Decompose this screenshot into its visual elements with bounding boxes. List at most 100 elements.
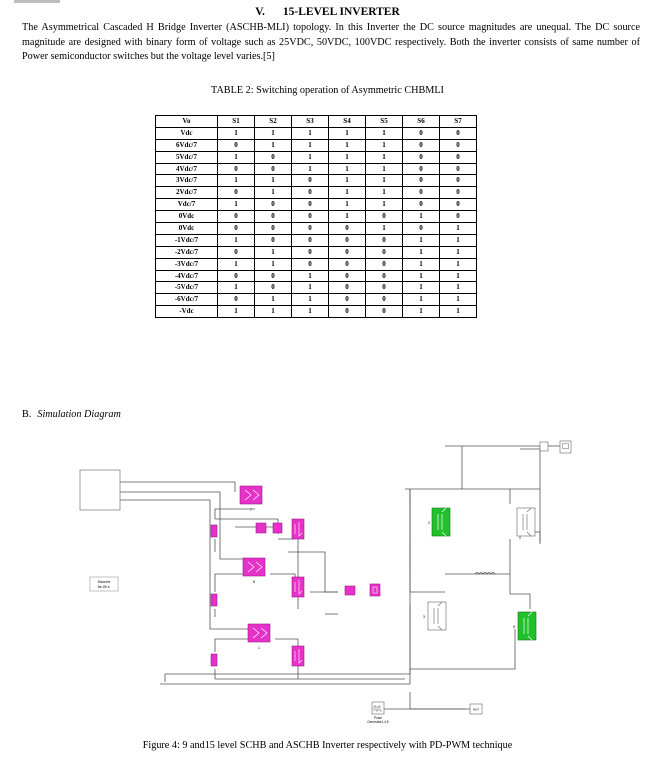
table-cell: 1 (217, 305, 255, 319)
table-header-cell: S5 (365, 115, 403, 128)
table-cell: 0 (365, 269, 403, 283)
table-cell: 1 (291, 281, 329, 295)
table-cell: 0 (291, 233, 329, 247)
green-igbt-upper[interactable] (431, 507, 451, 537)
not-label: NOT (473, 708, 480, 712)
table-cell: 0 (254, 281, 292, 295)
table-cell: 0 (217, 293, 255, 307)
load-inductor (474, 572, 496, 575)
table-cell: 1 (402, 269, 440, 283)
gate-block-2[interactable] (272, 522, 283, 534)
green-igbt-lower[interactable] (517, 611, 537, 641)
igbt-block-2[interactable] (291, 576, 305, 598)
table-cell: 1 (402, 233, 440, 247)
table-caption: TABLE 2: Switching operation of Asymmetr… (211, 85, 444, 96)
table-cell: 0 (328, 233, 366, 247)
green-switches: 2 5 (428, 507, 537, 641)
table-cell: 0 (402, 198, 440, 212)
dcsource-block-1[interactable] (210, 524, 218, 538)
powergui-block[interactable] (89, 576, 119, 592)
table-cell: 0 (217, 186, 255, 200)
table-row-label: -4Vdc/7 (155, 269, 218, 283)
table-cell: 1 (254, 305, 292, 319)
white-switches (427, 507, 536, 631)
voltage-measure-block[interactable] (539, 441, 549, 452)
table-cell: 0 (402, 174, 440, 188)
table-cell: 0 (365, 281, 403, 295)
table-cell: 0 (217, 222, 255, 235)
gate-block-1[interactable] (255, 522, 267, 534)
table-cell: 0 (254, 269, 292, 283)
bridge-blocks: 7 8 1 (239, 485, 271, 650)
table-row-label: 3Vdc/7 (155, 174, 218, 188)
table-cell: 0 (291, 198, 329, 212)
table-cell: 0 (439, 210, 477, 224)
table-cell: 1 (439, 233, 477, 247)
table-cell: 0 (439, 174, 477, 188)
dcsource-block-3[interactable] (210, 653, 218, 667)
table-cell: 1 (217, 126, 255, 140)
bridge-label-1: 7 (250, 508, 252, 512)
table-cell: 1 (439, 281, 477, 295)
pulse-label-line2: Generator1,4,5 (367, 720, 389, 724)
table-cell: 1 (402, 245, 440, 259)
wires (120, 445, 545, 710)
figure-caption: Figure 4: 9 and15 level SCHB and ASCHB I… (142, 740, 513, 751)
scope-block-mid[interactable] (369, 583, 381, 597)
table-cell: 0 (291, 174, 329, 188)
table-cell: 0 (328, 245, 366, 259)
table-header-cell: S4 (328, 115, 366, 128)
table-cell: 1 (439, 222, 477, 235)
section-title: 15-LEVEL INVERTER (282, 6, 400, 18)
table-header-cell: S1 (217, 115, 255, 128)
table-cell: 1 (402, 305, 440, 319)
table-cell: 1 (217, 233, 255, 247)
table-cell: 1 (291, 269, 329, 283)
table-cell: 0 (217, 138, 255, 152)
table-cell: 1 (365, 138, 403, 152)
white-igbt-upper[interactable] (516, 507, 536, 537)
subsection-letter: B. (22, 409, 32, 420)
table-cell: 0 (217, 162, 255, 176)
table-cell: 1 (365, 174, 403, 188)
not-logic-block[interactable] (469, 703, 483, 715)
dcsource-block-2[interactable] (210, 593, 218, 607)
table-cell: 0 (328, 269, 366, 283)
table-cell: 0 (217, 245, 255, 259)
igbt-block-1[interactable] (291, 518, 305, 540)
table-cell: 1 (328, 138, 366, 152)
source-subsystem-block[interactable] (79, 469, 121, 511)
table-cell: 0 (402, 150, 440, 164)
powergui-label-line2: 5e-05 s. (98, 585, 111, 589)
table-row-label: 6Vdc/7 (155, 138, 218, 152)
output-scope-block[interactable] (559, 440, 572, 454)
table-cell: 0 (291, 257, 329, 271)
table-cell: 0 (291, 186, 329, 200)
table-cell: 1 (402, 281, 440, 295)
table-cell: 0 (328, 257, 366, 271)
table-row-label: -5Vdc/7 (155, 281, 218, 295)
table-cell: 0 (365, 257, 403, 271)
table-cell: 0 (402, 222, 440, 235)
table-cell: 1 (402, 293, 440, 307)
table-cell: 0 (217, 269, 255, 283)
igbt-block-3[interactable] (291, 645, 305, 667)
simulation-diagram: Discrete 5e-05 s. 7 8 1 2 (79, 440, 572, 724)
table-cell: 0 (439, 138, 477, 152)
white-igbt-lower[interactable] (427, 601, 447, 631)
table-row-label: Vdc (155, 126, 218, 140)
table-row-label: 5Vdc/7 (155, 150, 218, 164)
table-header-cell: S2 (254, 115, 292, 128)
table-cell: 1 (254, 186, 292, 200)
table-cell: 0 (402, 126, 440, 140)
subsection-heading: B.Simulation Diagram (22, 409, 121, 420)
measure-block[interactable] (344, 585, 356, 596)
table-cell: 0 (439, 198, 477, 212)
table-cell: 1 (217, 257, 255, 271)
table-cell: 0 (217, 210, 255, 224)
